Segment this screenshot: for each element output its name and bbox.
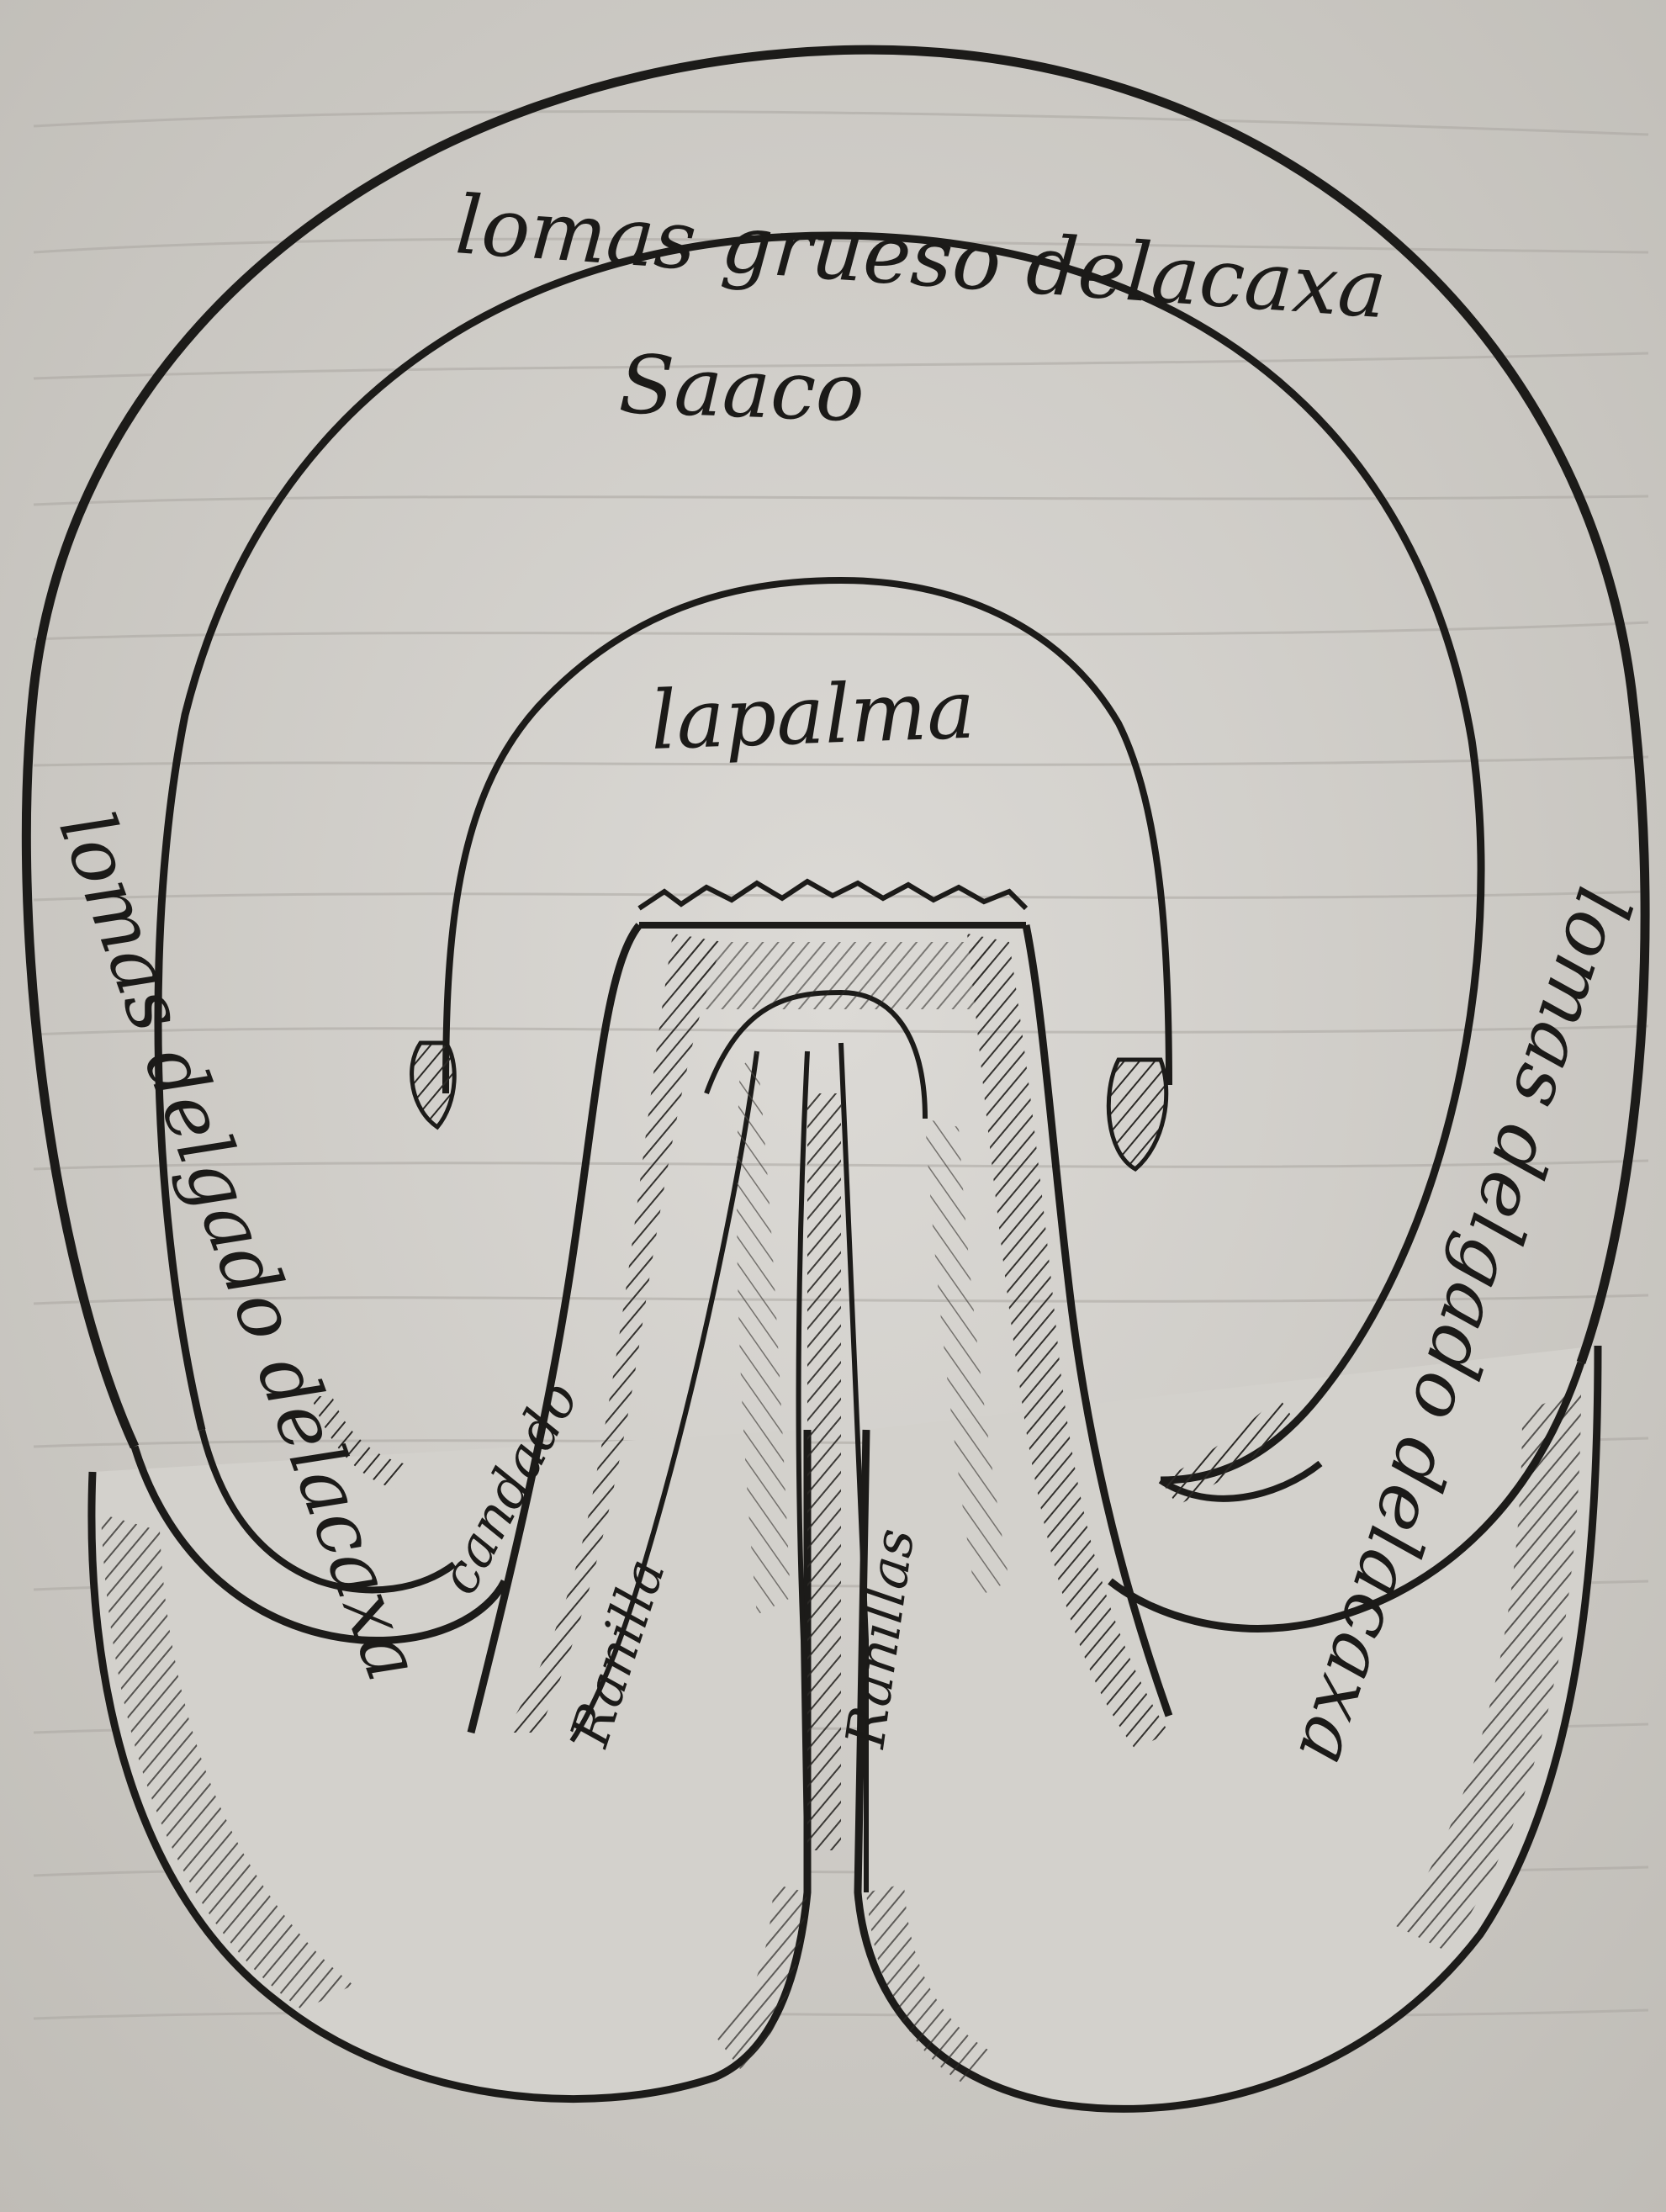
label-sole: lapalma: [649, 663, 976, 768]
label-white-line: Saaco: [617, 337, 866, 440]
